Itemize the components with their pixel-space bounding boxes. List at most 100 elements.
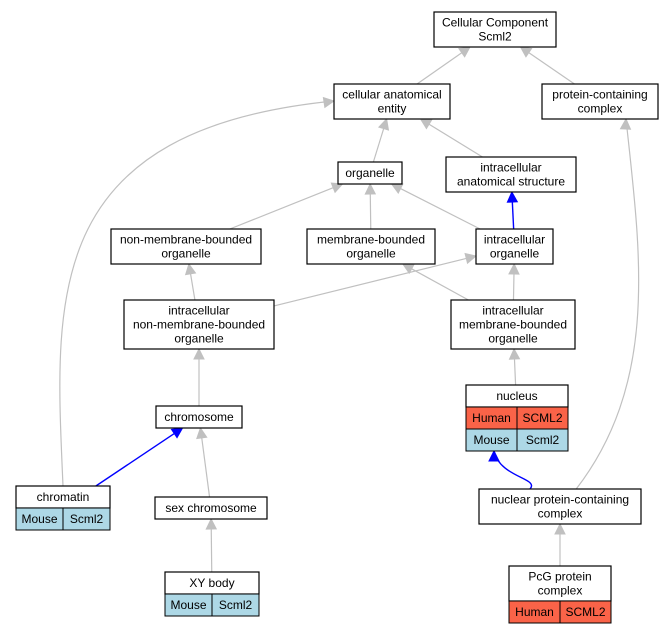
node-box xyxy=(433,11,557,48)
edge-line xyxy=(411,268,469,301)
node-sexchr[interactable]: sex chromosome xyxy=(154,496,268,520)
edge-line xyxy=(201,437,211,498)
node-label: XY body xyxy=(189,576,234,590)
node-organelle[interactable]: organelle xyxy=(337,161,403,185)
node-label: sex chromosome xyxy=(165,501,257,515)
arrow-head xyxy=(419,118,433,130)
node-box xyxy=(333,83,451,120)
node-box xyxy=(306,228,436,265)
node-label: nuclear protein-containing xyxy=(491,493,629,507)
node-label: complex xyxy=(538,584,583,598)
arrow-head xyxy=(488,449,500,462)
edge-line xyxy=(511,201,515,230)
arrow-head xyxy=(205,517,218,530)
arrow-head xyxy=(519,46,533,58)
node-label: Scml2 xyxy=(478,30,512,44)
arrow-head xyxy=(184,262,197,276)
node-label: intracellular xyxy=(168,304,229,318)
node-box xyxy=(475,228,554,265)
arrow-head xyxy=(508,347,521,360)
arrow-head xyxy=(619,117,632,130)
arrow-head xyxy=(364,182,377,195)
node-box xyxy=(155,405,243,429)
node-label: organelle xyxy=(490,247,540,261)
node-label: non-membrane-bounded xyxy=(133,318,265,332)
gene-cell xyxy=(559,600,612,624)
node-box xyxy=(508,565,612,602)
edge-pcg-to-npcc xyxy=(554,522,566,566)
arrow-head xyxy=(508,262,520,275)
node-box xyxy=(450,299,576,350)
edge-imbo-to-io xyxy=(508,262,520,301)
edge-nucleus-to-imbo xyxy=(508,347,521,386)
node-label: anatomical structure xyxy=(457,175,565,189)
gene-label: SCML2 xyxy=(522,411,562,425)
edge-line xyxy=(428,123,483,158)
edge-line xyxy=(189,273,196,301)
arrow-head xyxy=(554,522,566,535)
arrow-head xyxy=(193,347,205,360)
edge-xy-to-sexchr xyxy=(205,517,218,573)
gene-cell xyxy=(62,507,111,531)
node-inmbo[interactable]: intracellularnon-membrane-boundedorganel… xyxy=(123,299,275,350)
edge-line xyxy=(95,432,175,487)
node-label: organelle xyxy=(346,247,396,261)
arrow-head xyxy=(196,426,208,440)
edge-mbo-to-organelle xyxy=(364,182,377,230)
edge-sexchr-to-chromosome xyxy=(196,426,211,498)
node-label: chromosome xyxy=(164,410,234,424)
edge-inmbo-to-nmbo xyxy=(184,262,197,301)
gene-label: Scml2 xyxy=(219,598,253,612)
arrow-head xyxy=(506,190,519,203)
node-label: entity xyxy=(378,102,407,116)
species-label: Human xyxy=(515,605,554,619)
gene-label: Scml2 xyxy=(526,433,560,447)
node-label: organelle xyxy=(161,247,211,261)
node-label: organelle xyxy=(174,332,224,346)
edge-line xyxy=(575,118,640,490)
node-label: intracellular xyxy=(482,304,543,318)
node-label: protein-containing xyxy=(552,88,647,102)
edge-cae-to-root xyxy=(416,46,471,85)
arrow-head xyxy=(330,182,344,194)
node-chromosome[interactable]: chromosome xyxy=(155,405,243,429)
edge-chromosome-to-inmbo xyxy=(193,347,205,406)
edge-line xyxy=(210,528,213,573)
node-label: nucleus xyxy=(496,389,537,403)
edge-line xyxy=(400,187,481,230)
edge-line xyxy=(372,128,385,163)
edge-io-to-ias xyxy=(506,190,519,230)
edge-line xyxy=(59,100,335,487)
gene-label: Scml2 xyxy=(70,512,104,526)
edge-line xyxy=(416,52,463,85)
gene-cell xyxy=(211,593,260,617)
edge-line xyxy=(229,187,334,230)
gene-cell xyxy=(516,428,569,452)
arrow-head xyxy=(322,96,336,109)
node-label: cellular anatomical xyxy=(342,88,441,102)
edge-line xyxy=(513,358,517,386)
node-box xyxy=(123,299,275,350)
species-label: Mouse xyxy=(21,512,57,526)
node-box xyxy=(445,156,577,193)
edge-nmbo-to-organelle xyxy=(229,182,344,230)
arrow-head xyxy=(458,46,471,58)
node-box xyxy=(541,83,659,120)
edge-imbo-to-mbo xyxy=(401,263,469,301)
node-box xyxy=(478,488,642,525)
edge-chromatin-to-chromosome xyxy=(95,427,184,487)
